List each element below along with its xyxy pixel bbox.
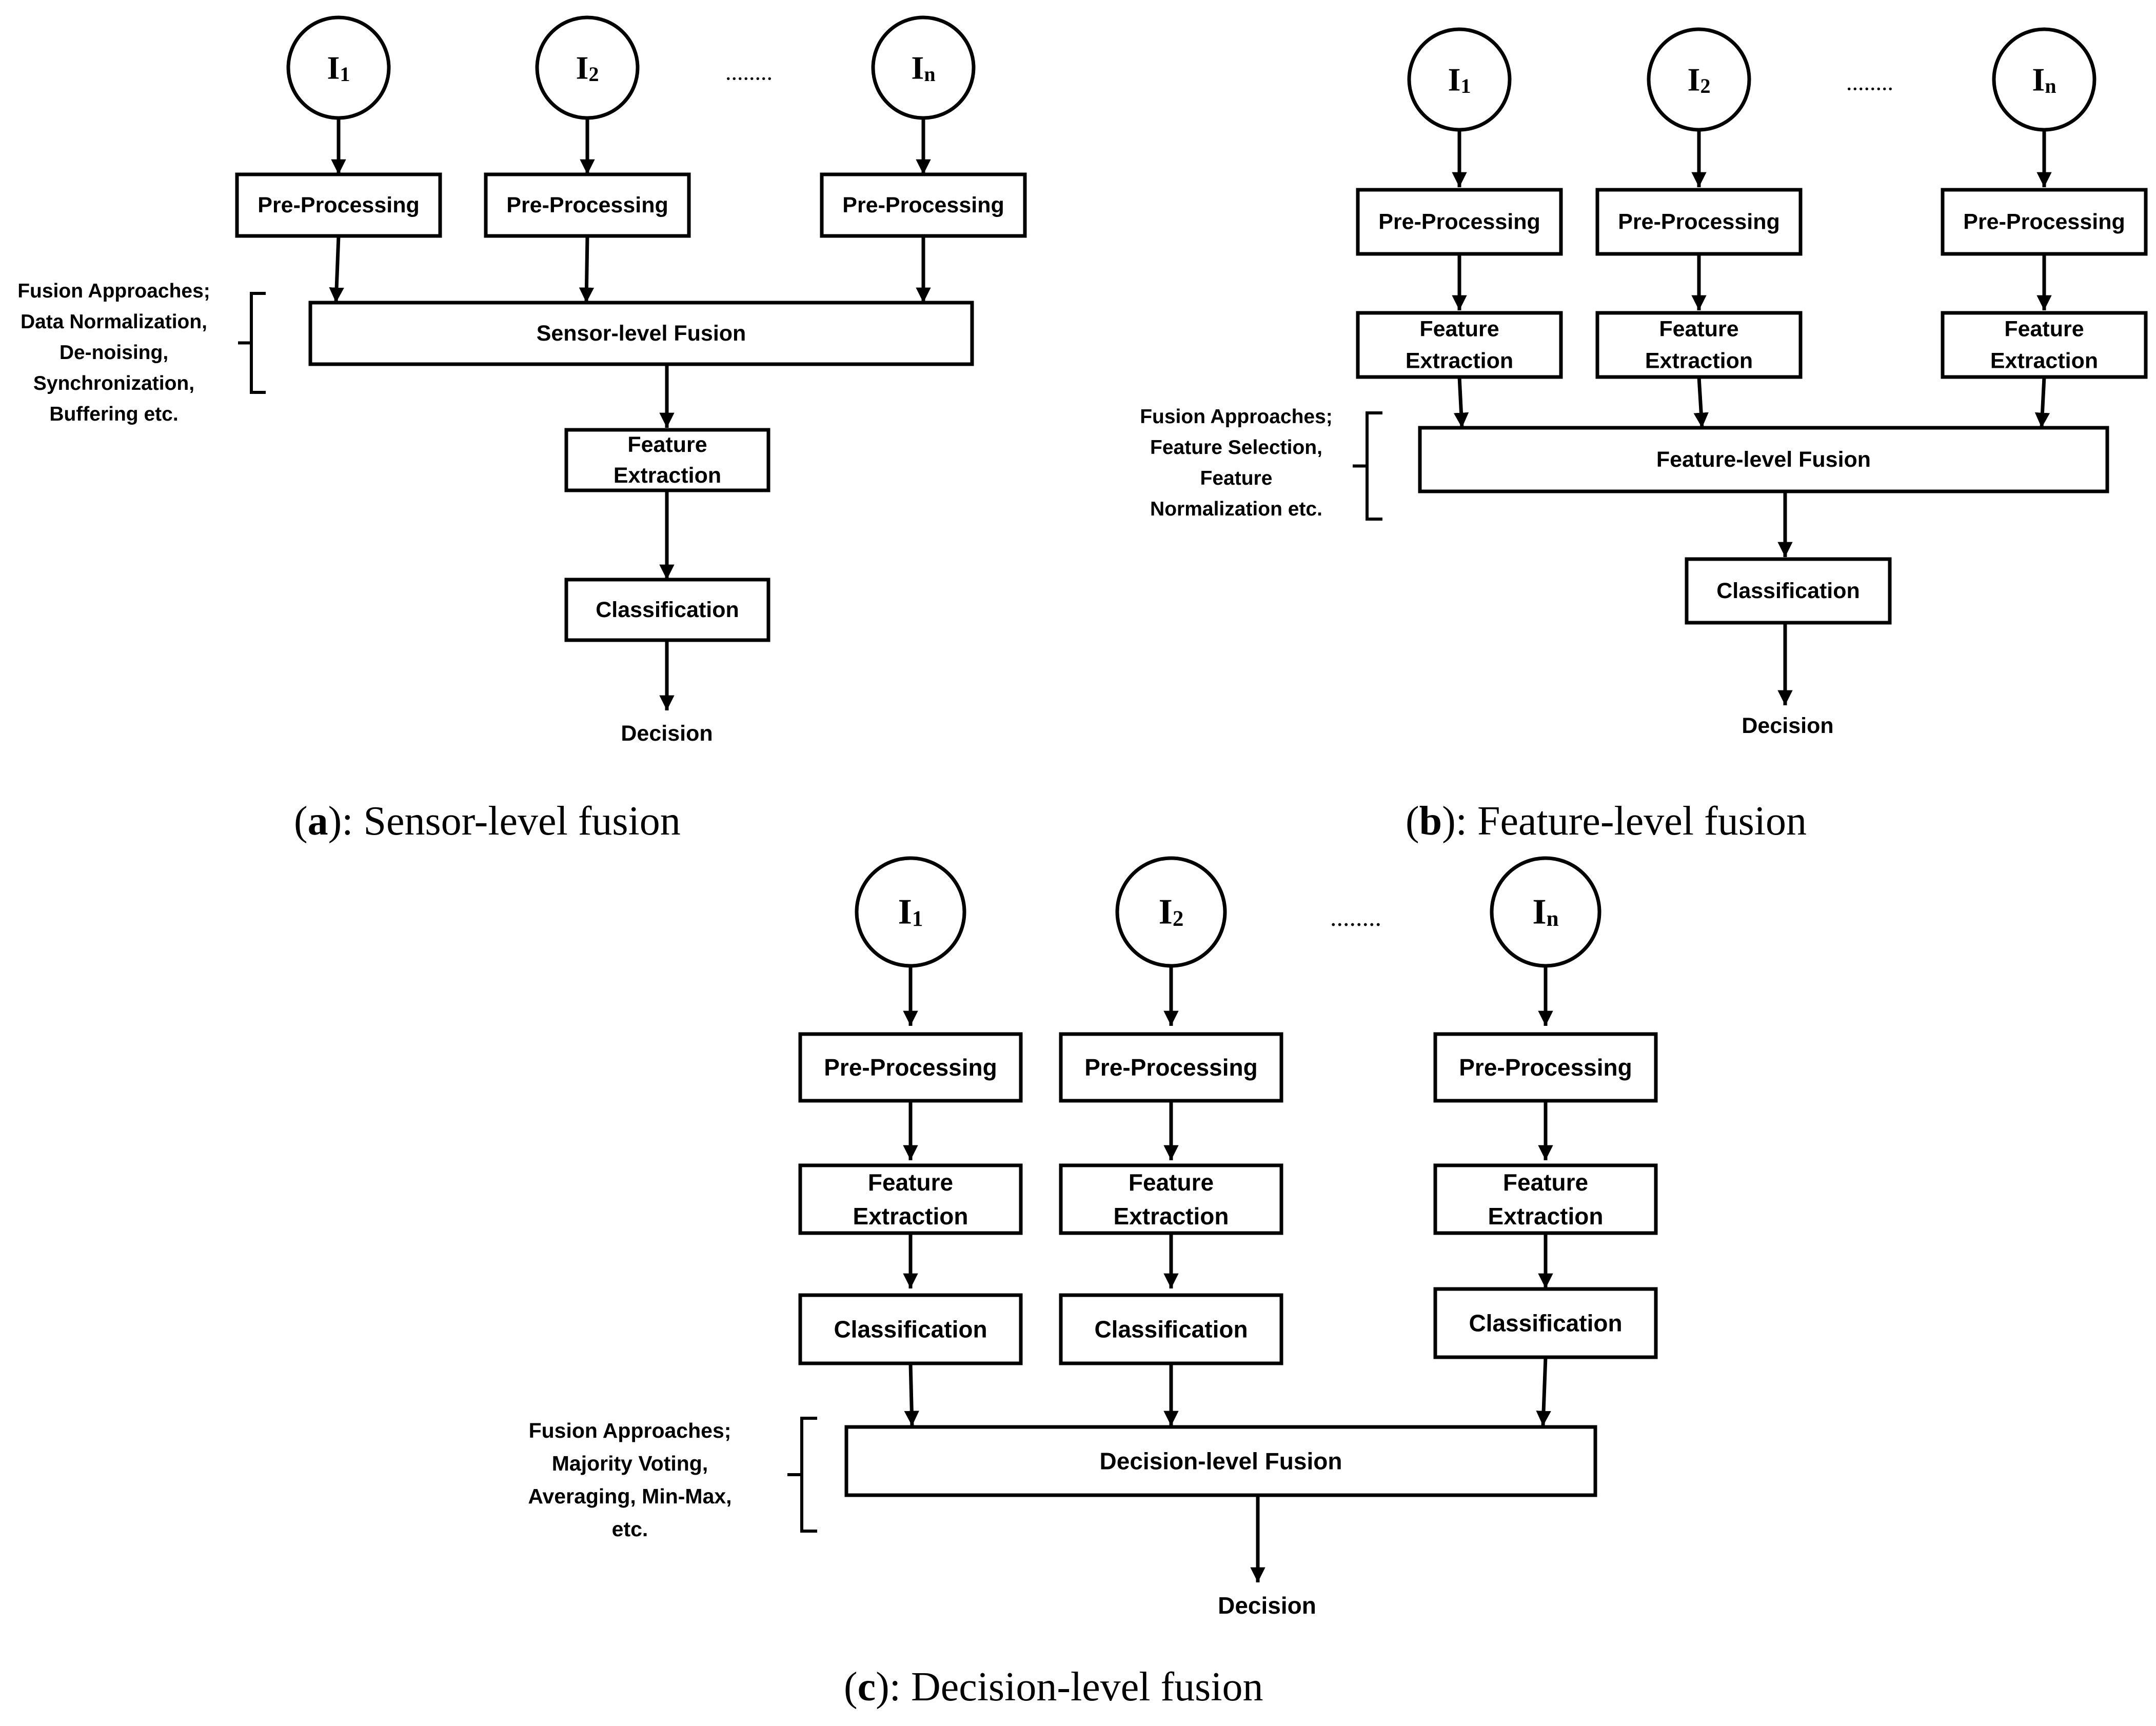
pre-processing-box-text: Pre-Processing	[1963, 210, 2125, 234]
fusion-approaches-text: Majority Voting,	[552, 1452, 708, 1475]
feature-extraction-box	[798, 1163, 1023, 1235]
classification-box	[1433, 1287, 1658, 1359]
decision-label: Decision	[1218, 1592, 1316, 1619]
flow-arrow	[329, 235, 344, 303]
pre-processing-box	[1356, 188, 1563, 256]
feature-extraction-box-text: Feature	[627, 432, 707, 457]
flow-arrow	[1536, 1357, 1551, 1426]
panel-b-feature-level-fusion: I1Pre-ProcessingFeatureExtractionI2Pre-P…	[1140, 27, 2148, 844]
decision-label: Decision	[621, 721, 713, 746]
fusion-approaches-text: Fusion Approaches;	[529, 1419, 731, 1442]
pre-processing-box	[1595, 188, 1803, 256]
feature-extraction-box-text: Feature	[1503, 1169, 1588, 1196]
approaches-bracket	[787, 1417, 817, 1533]
feature-extraction-box-text: Extraction	[1488, 1203, 1604, 1229]
feature-extraction-box-text: Extraction	[1114, 1203, 1229, 1229]
classification-box	[798, 1293, 1023, 1365]
pre-processing-box	[1059, 1032, 1283, 1103]
feature-extraction-box-text: Extraction	[1645, 349, 1753, 373]
classification-box	[564, 578, 770, 642]
panel-c-decision-level-fusion: I1Pre-ProcessingFeatureExtractionI2Pre-P…	[528, 856, 1658, 1710]
feature-extraction-box	[1059, 1163, 1283, 1235]
panel-a-sensor-level-fusion: I1Pre-ProcessingI2Pre-ProcessingInPre-Pr…	[17, 15, 1027, 844]
panel-caption: (c): Decision-level fusion	[844, 1664, 1263, 1710]
fusion-block-text: Sensor-level Fusion	[537, 321, 746, 346]
feature-extraction-box-text: Feature	[1659, 317, 1738, 342]
fusion-approaches-text: Normalization etc.	[1150, 498, 1322, 520]
fusion-approaches-text: Feature	[1200, 467, 1273, 489]
fusion-approaches-text: Synchronization,	[33, 372, 194, 394]
pre-processing-box-text: Pre-Processing	[1378, 210, 1540, 234]
panel-caption: (a): Sensor-level fusion	[294, 799, 681, 844]
flow-arrow	[2034, 376, 2050, 428]
fusion-block	[1418, 426, 2109, 493]
ellipsis: ........	[725, 59, 773, 85]
feature-extraction-box-text: Extraction	[614, 463, 721, 488]
fusion-approaches-text: Feature Selection,	[1150, 437, 1322, 459]
pre-processing-box	[798, 1032, 1023, 1103]
panel-caption: (b): Feature-level fusion	[1406, 799, 1807, 844]
fusion-approaches-text: De-noising,	[60, 342, 168, 364]
fusion-block-text: Feature-level Fusion	[1656, 447, 1871, 472]
pre-processing-box-text: Pre-Processing	[1084, 1054, 1257, 1081]
fusion-approaches-text: Data Normalization,	[21, 311, 207, 333]
approaches-bracket	[1353, 411, 1382, 521]
feature-extraction-box-text: Extraction	[853, 1203, 968, 1229]
flow-arrow	[1453, 376, 1469, 428]
approaches-bracket	[238, 292, 266, 394]
classification-box	[1685, 557, 1892, 625]
feature-extraction-box	[1356, 311, 1563, 379]
feature-extraction-box-text: Feature	[2004, 317, 2084, 342]
fusion-approaches-text: Averaging, Min-Max,	[528, 1484, 731, 1508]
pre-processing-box-text: Pre-Processing	[506, 193, 668, 217]
fusion-approaches-text: Buffering etc.	[49, 403, 178, 425]
classification-box-text: Classification	[1716, 579, 1860, 603]
feature-extraction-box-text: Feature	[868, 1169, 953, 1196]
pre-processing-box-text: Pre-Processing	[258, 193, 419, 217]
fusion-block-text: Decision-level Fusion	[1100, 1448, 1342, 1475]
flow-arrow	[1693, 376, 1709, 428]
ellipsis: ........	[1846, 69, 1893, 95]
classification-box-text: Classification	[596, 598, 739, 622]
fusion-block	[308, 301, 974, 366]
fusion-approaches-text: Fusion Approaches;	[1140, 406, 1333, 428]
feature-extraction-box-text: Extraction	[1990, 349, 2098, 373]
classification-box-text: Classification	[834, 1316, 987, 1343]
feature-extraction-box	[1595, 311, 1803, 379]
classification-box-text: Classification	[1094, 1316, 1248, 1343]
pre-processing-box-text: Pre-Processing	[824, 1054, 997, 1081]
fusion-approaches-text: etc.	[612, 1517, 648, 1541]
feature-extraction-box-text: Extraction	[1406, 349, 1513, 373]
feature-extraction-box-text: Feature	[1129, 1169, 1214, 1196]
pre-processing-box-text: Pre-Processing	[1459, 1054, 1632, 1081]
pre-processing-box-text: Pre-Processing	[842, 193, 1004, 217]
classification-box-text: Classification	[1469, 1310, 1622, 1337]
pre-processing-box	[484, 172, 691, 238]
decision-label: Decision	[1742, 713, 1833, 738]
fusion-approaches-text: Fusion Approaches;	[17, 280, 210, 302]
fusion-block	[844, 1425, 1597, 1497]
flow-arrow	[579, 235, 595, 303]
flow-arrow	[904, 1363, 919, 1426]
pre-processing-box	[1433, 1032, 1658, 1103]
feature-extraction-box-text: Feature	[1419, 317, 1499, 342]
pre-processing-box-text: Pre-Processing	[1618, 210, 1779, 234]
pre-processing-box	[1941, 188, 2148, 256]
ellipsis: ........	[1330, 903, 1381, 931]
